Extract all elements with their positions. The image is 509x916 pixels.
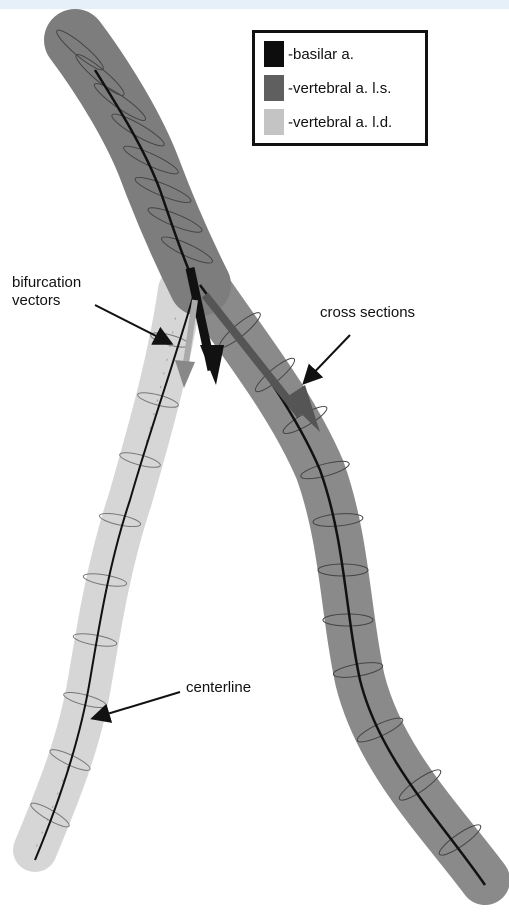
bifurcation-label-line1: bifurcation bbox=[12, 274, 81, 292]
vertebral-ld-swatch bbox=[264, 109, 284, 135]
vertebral-ld-vessel bbox=[35, 290, 180, 850]
legend-item-vertebral-ld: -vertebral a. l.d. bbox=[264, 109, 392, 135]
legend: -basilar a. -vertebral a. l.s. -vertebra… bbox=[252, 30, 428, 146]
centerline-label: centerline bbox=[186, 679, 251, 697]
vertebral-ls-swatch bbox=[264, 75, 284, 101]
bifurcation-vectors bbox=[175, 268, 320, 432]
vertebral-ls-vessel bbox=[200, 280, 485, 880]
bifurcation-label-line2: vectors bbox=[12, 292, 81, 310]
cross-sections-label: cross sections bbox=[320, 304, 415, 322]
legend-item-vertebral-ls: -vertebral a. l.s. bbox=[264, 75, 391, 101]
cross-sections-arrow bbox=[305, 335, 350, 382]
legend-label: -basilar a. bbox=[288, 46, 354, 63]
legend-label: -vertebral a. l.s. bbox=[288, 80, 391, 97]
legend-label: -vertebral a. l.d. bbox=[288, 114, 392, 131]
legend-item-basilar: -basilar a. bbox=[264, 41, 354, 67]
bifurcation-label: bifurcation vectors bbox=[12, 274, 81, 310]
basilar-swatch bbox=[264, 41, 284, 67]
